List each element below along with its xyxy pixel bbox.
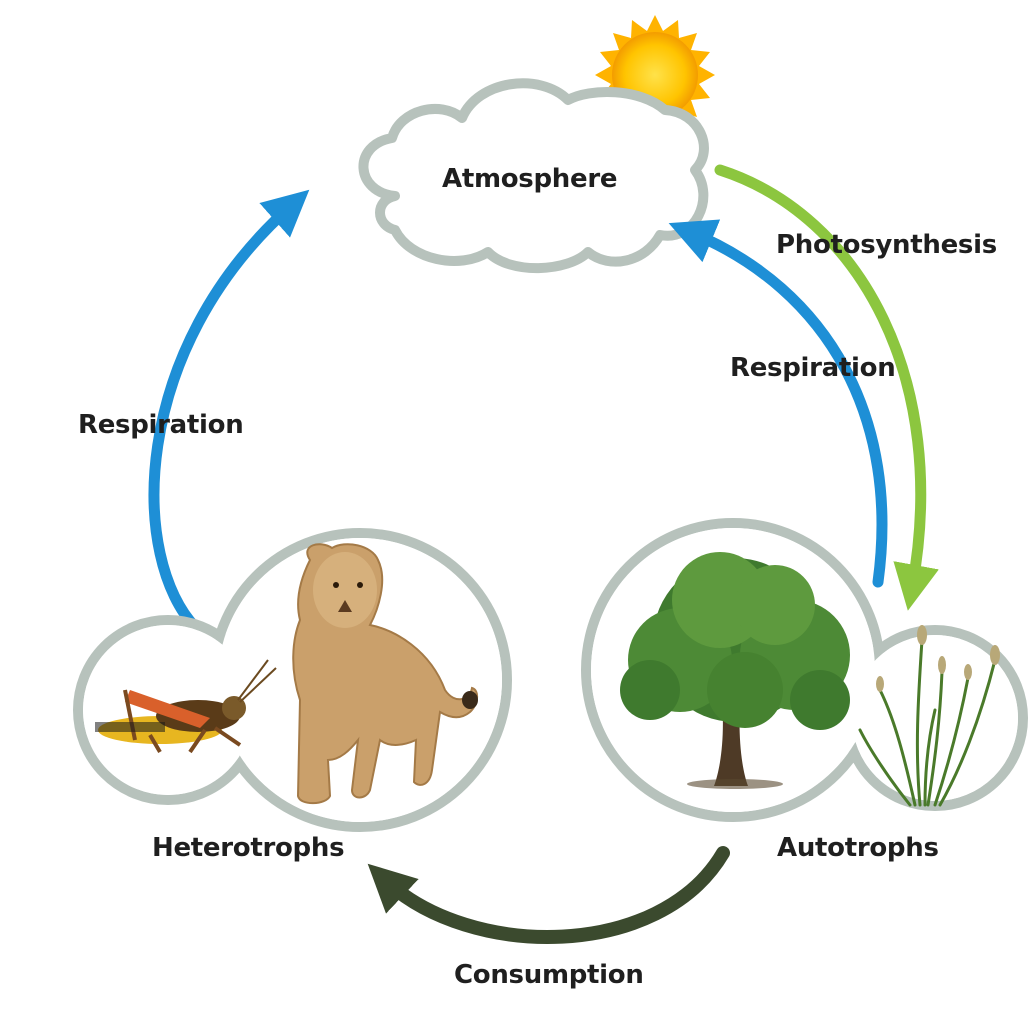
atmosphere-label: Atmosphere [442,164,618,194]
consumption-label: Consumption [454,960,644,990]
respiration-left-label: Respiration [78,410,244,440]
grass-icon [858,625,1000,807]
tree-icon [620,552,850,789]
heterotrophs-bubble [73,528,512,832]
respiration-right-label: Respiration [730,353,896,383]
cloud-icon [358,78,709,274]
consumption-arrow [367,846,730,944]
heterotrophs-label: Heterotrophs [152,833,345,863]
lion-icon [292,543,478,805]
autotrophs-label: Autotrophs [777,833,939,863]
grasshopper-icon [95,659,277,754]
photosynthesis-label: Photosynthesis [776,230,997,260]
photosynthesis-arrow [714,164,939,611]
respiration-arrow-left [148,189,310,634]
respiration-arrow-right [668,219,888,588]
